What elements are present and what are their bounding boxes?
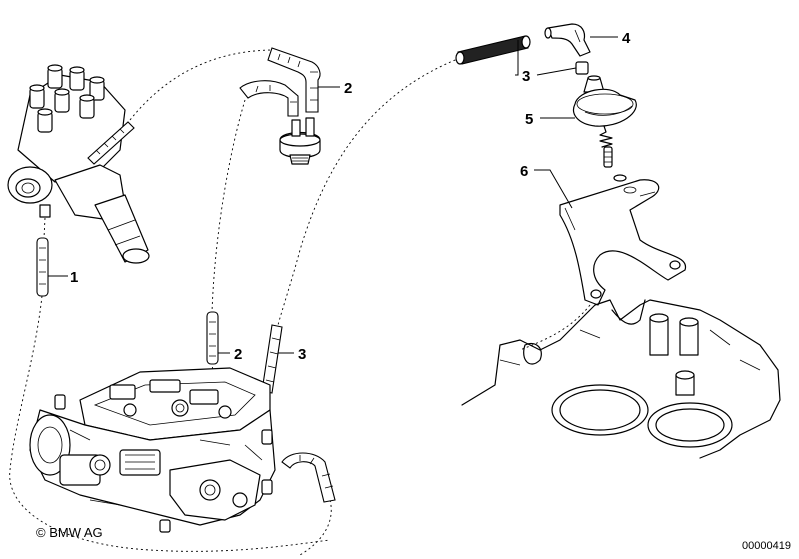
- carburetor-illustration: [29, 367, 336, 533]
- diagram-id: 00000419: [742, 540, 791, 552]
- hose-lower-3: [261, 324, 283, 394]
- callout-3-lower: 3: [298, 346, 306, 363]
- hose-upper-3: [455, 35, 531, 65]
- hose-1: [36, 237, 49, 297]
- pressure-switch: [279, 117, 321, 165]
- hose-2-upper: [239, 47, 321, 117]
- leader-lines: [48, 36, 618, 354]
- hose-lower-2: [206, 311, 219, 365]
- bracket: [559, 179, 687, 306]
- callout-1: 1: [70, 269, 78, 286]
- distributor-illustration: [7, 64, 150, 264]
- callout-2-upper: 2: [344, 80, 352, 97]
- callout-3-upper: 3: [522, 68, 530, 85]
- callout-6: 6: [520, 163, 528, 180]
- callout-4: 4: [622, 30, 631, 47]
- copyright-notice: © BMW AG: [36, 525, 103, 540]
- callout-2-lower: 2: [234, 346, 242, 363]
- elbow-connector: [544, 23, 591, 75]
- vacuum-unit: [573, 75, 637, 182]
- engine-block-section: [461, 299, 781, 459]
- callout-labels: 1 2 2 3 3 4 5 6: [70, 30, 631, 363]
- callout-5: 5: [525, 111, 533, 128]
